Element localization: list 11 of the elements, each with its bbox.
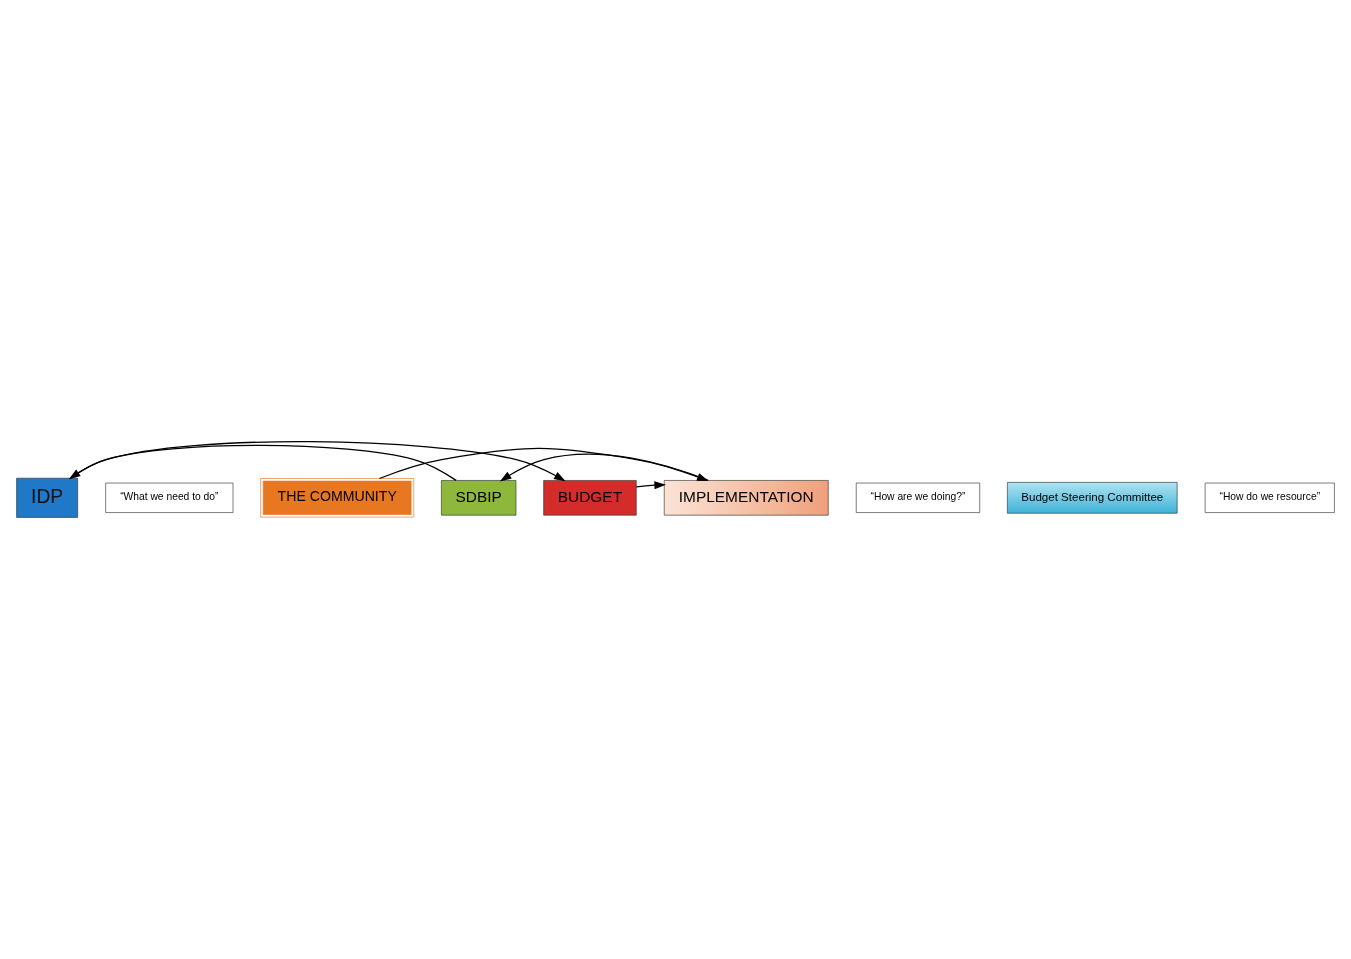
node-box: IMPLEMENTATION bbox=[663, 480, 829, 516]
node-box: SDBIP bbox=[441, 480, 517, 516]
arrow bbox=[69, 441, 566, 482]
node-box: “How are we doing?” bbox=[855, 482, 981, 513]
arrow bbox=[68, 444, 457, 482]
node-box: IDP bbox=[16, 477, 78, 518]
node-box: BUDGET bbox=[543, 480, 637, 516]
node-box: Budget Steering Committee bbox=[1007, 482, 1178, 514]
node-box: “How do we resource” bbox=[1204, 482, 1335, 513]
node-box: “What we need to do” bbox=[105, 482, 234, 513]
arrow bbox=[635, 481, 666, 490]
